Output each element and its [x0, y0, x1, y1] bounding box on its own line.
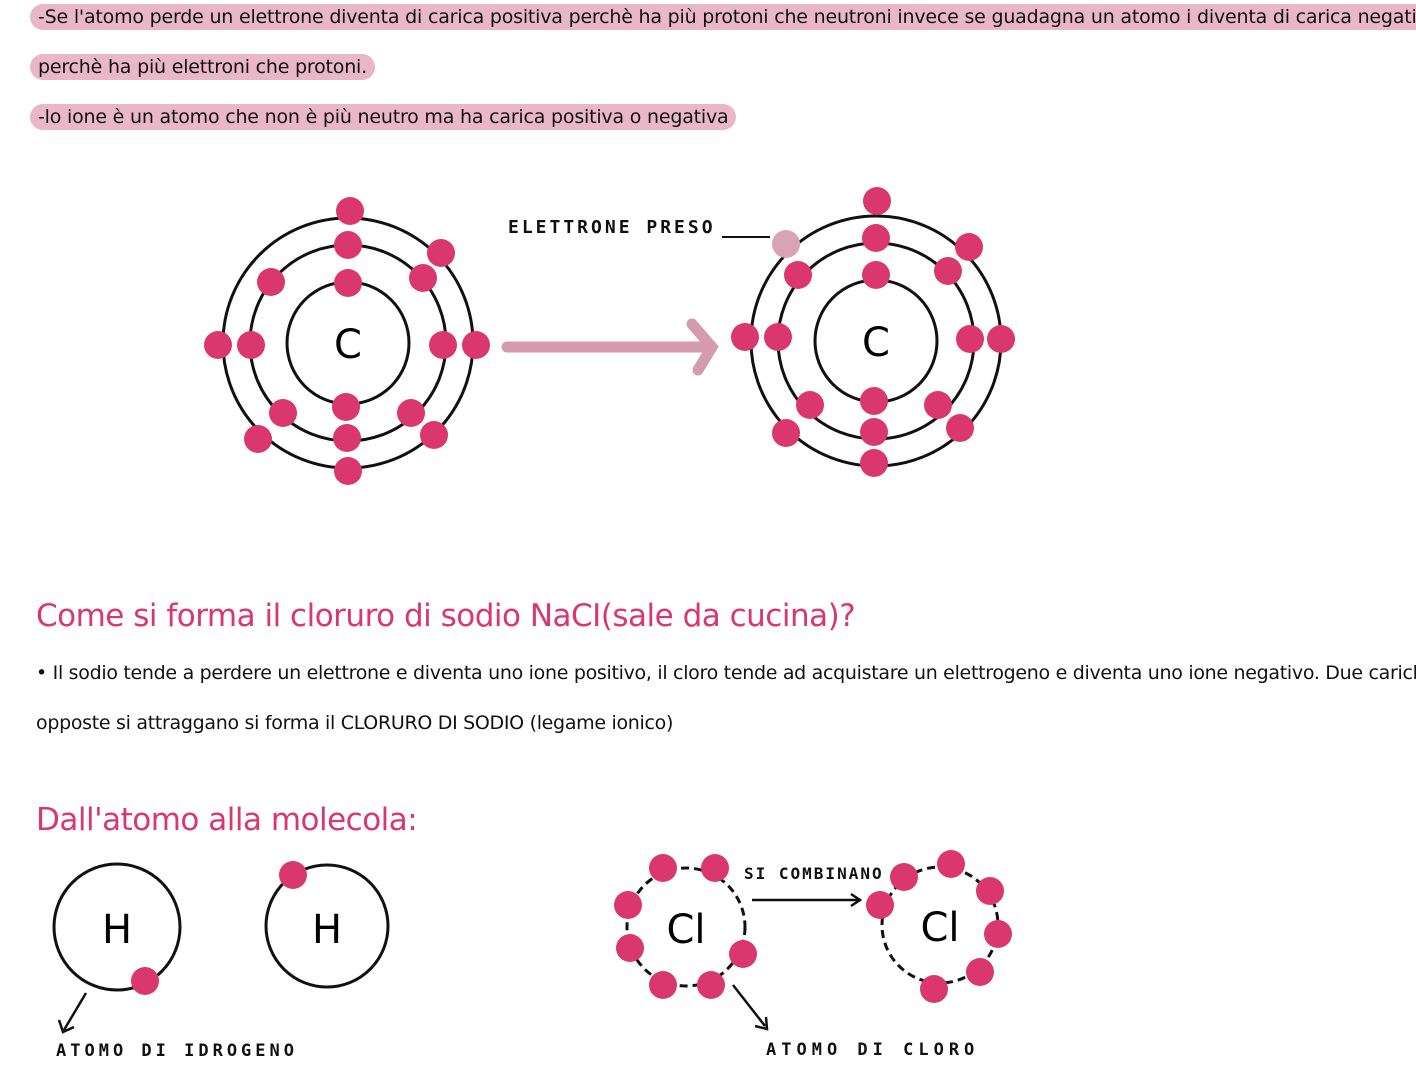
chlorine-atom-1: [625, 866, 747, 988]
nacl-paragraph-line-2: opposte si attraggano si forma il CLORUR…: [36, 712, 674, 734]
note-line-3: -lo ione è un atomo che non è più neutro…: [30, 104, 737, 130]
chlorine-label-arrow: [732, 984, 769, 1031]
hydrogen-atom-2: [264, 863, 390, 989]
hydrogen-2-symbol: H: [312, 907, 342, 953]
hydrogen-atom-label: ATOMO DI IDROGENO: [56, 1041, 298, 1061]
nacl-paragraph-line-1: • Il sodio tende a perdere un elettrone …: [36, 662, 1416, 684]
carbon-left-electrons: [204, 197, 490, 485]
electron-taken-label: ELETTRONE PRESO: [508, 217, 716, 238]
carbon-right-electrons: [731, 187, 1015, 477]
combine-label: SI COMBINANO: [744, 864, 884, 883]
carbon-left-symbol: C: [334, 322, 362, 368]
chlorine-atom-label: ATOMO DI CLORO: [766, 1040, 980, 1060]
hydrogen-label-arrow: [57, 992, 88, 1034]
chlorine-1-symbol: Cl: [666, 907, 705, 953]
hydrogen-1-symbol: H: [102, 907, 132, 953]
hydrogen-2-electron: [279, 861, 307, 889]
hydrogen-1-electron: [131, 967, 159, 995]
transfer-arrow: [501, 318, 719, 376]
combine-arrow: [752, 892, 863, 908]
hydrogen-atom-1: [52, 862, 182, 992]
chlorine-2-symbol: Cl: [920, 905, 959, 951]
nacl-heading: Come si forma il cloruro di sodio NaCI(s…: [36, 598, 856, 634]
electron-taken: [772, 230, 800, 258]
carbon-right-symbol: C: [862, 320, 890, 366]
note-line-2: perchè ha più elettroni che protoni.: [30, 54, 375, 80]
note-line-1: -Se l'atomo perde un elettrone diventa d…: [30, 4, 1416, 30]
chlorine-2-electrons: [866, 850, 1012, 1003]
chlorine-1-electrons: [614, 854, 757, 999]
molecule-heading: Dall'atomo alla molecola:: [36, 802, 418, 838]
